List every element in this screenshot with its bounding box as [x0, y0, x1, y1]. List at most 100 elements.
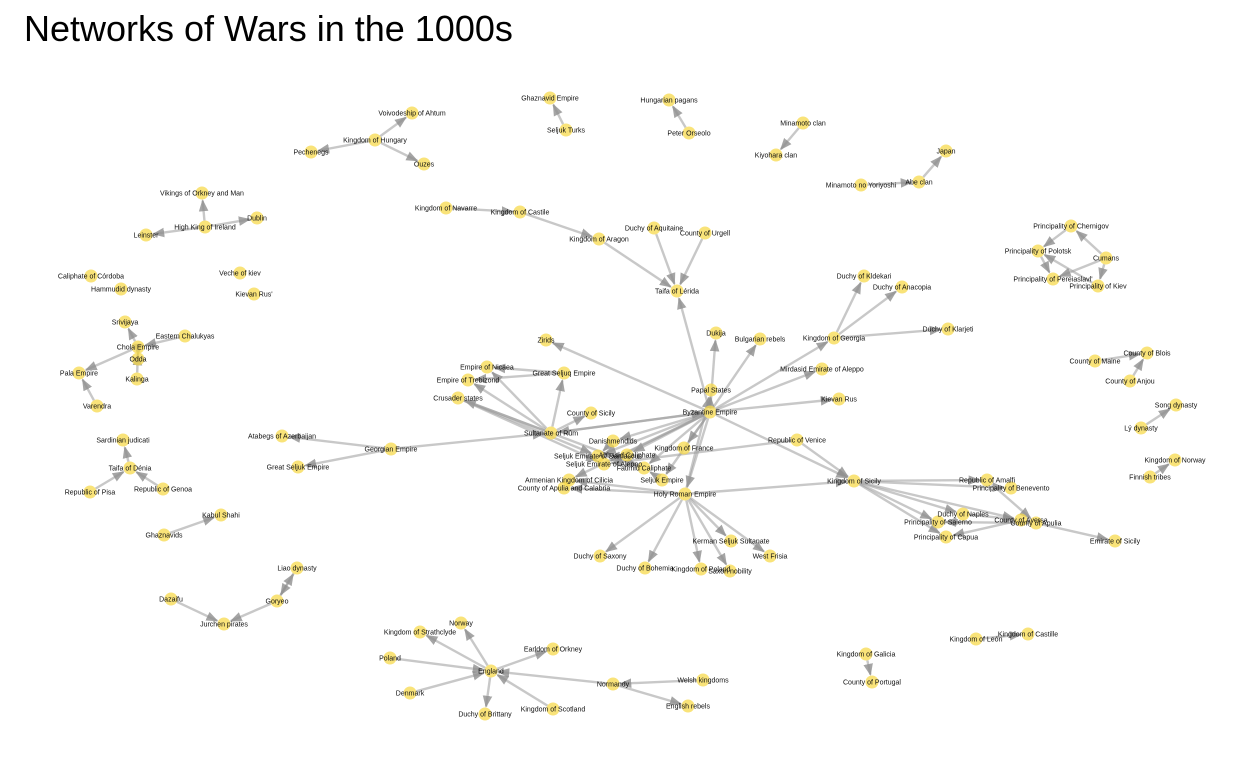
node-label-kingdom-of-castille: Kingdom of Castille	[998, 632, 1058, 639]
node-label-county-of-maine: County of Maine	[1070, 359, 1121, 366]
edge-holy-roman-empire-to-kingdom-of-sicily	[691, 477, 848, 495]
node-label-kievan-rus: Kievan Rus'	[235, 292, 272, 299]
node-liao-dynasty	[290, 561, 304, 575]
node-kingdom-of-leon	[969, 632, 983, 646]
node-label-byzantine-empire: Byzantine Empire	[683, 410, 738, 417]
node-label-georgian-empire: Georgian Empire	[365, 447, 418, 454]
node-label-welsh-kingdoms: Welsh kingdoms	[677, 678, 729, 685]
node-label-county-of-portugal: County of Portugal	[843, 680, 901, 687]
node-peter-orseolo	[682, 126, 696, 140]
node-principality-of-kiev	[1091, 279, 1105, 293]
edge-principality-of-chernigov-to-principality-of-polotsk	[1043, 228, 1067, 248]
edge-holy-roman-empire-to-saxon-nobility	[687, 499, 728, 566]
edge-kingdom-of-galicia-to-county-of-portugal	[863, 660, 873, 676]
node-label-kingdom-of-norway: Kingdom of Norway	[1144, 458, 1206, 465]
node-label-county-of-aversa: County of Aversa	[994, 518, 1047, 525]
node-label-seljuk-turks: Seljuk Turks	[547, 128, 586, 135]
node-label-england: England	[478, 669, 504, 676]
node-label-principality-of-salerno: Principality of Salerno	[904, 520, 972, 527]
node-kingdom-of-poland	[694, 562, 708, 576]
node-label-minamoto-clan: Minamoto clan	[780, 121, 826, 128]
edge-poland-to-england	[396, 657, 485, 674]
node-republic-of-pisa	[83, 485, 97, 499]
node-dukija	[709, 326, 723, 340]
node-bulgarian-rebels	[753, 332, 767, 346]
node-cumans	[1099, 251, 1113, 265]
node-label-duchy-of-brittany: Duchy of Brittany	[458, 712, 512, 719]
node-kingdom-of-scotland	[546, 702, 560, 716]
node-seljuk-turks	[559, 123, 573, 137]
edge-georgian-empire-to-great-seljuk-empire	[304, 449, 385, 469]
node-dublin	[250, 211, 264, 225]
node-label-vikings-of-orkney-and-man: Vikings of Orkney and Man	[160, 191, 244, 198]
node-voivodeship-of-ahtum	[405, 106, 419, 120]
node-label-empire-of-trebizond: Empire of Trebizond	[437, 378, 500, 385]
node-label-duchy-of-aquitaine: Duchy of Aquitaine	[625, 226, 683, 233]
node-song-dynasty	[1169, 398, 1183, 412]
node-county-of-sicily	[584, 406, 598, 420]
edge-eastern-chalukyas-to-chola-empire	[144, 336, 179, 348]
node-label-zirids: Zirids	[537, 338, 555, 345]
edge-kingdom-of-georgia-to-duchy-of-kldekari	[835, 281, 862, 333]
node-republic-of-amalfi	[980, 473, 994, 487]
node-atabegs-of-azerbaijan	[275, 429, 289, 443]
node-label-county-of-blois: County of Blois	[1123, 351, 1171, 358]
node-ouzes	[417, 157, 431, 171]
edge-taifa-of-denia-to-sardinian-judicati	[122, 446, 133, 462]
edge-byzantine-empire-to-armenian-kingdom-of-cilicia	[574, 413, 705, 478]
node-holy-roman-empire	[678, 487, 692, 501]
edge-kingdom-of-aragon-to-taifa-of-lerida	[603, 241, 672, 288]
node-label-abe-clan: Abe clan	[905, 180, 932, 187]
edge-peter-orseolo-to-hungarian-pagans	[671, 105, 687, 129]
node-duchy-of-aquitaine	[647, 221, 661, 235]
edge-holy-roman-empire-to-kingdom-of-poland	[685, 500, 702, 563]
node-label-armenian-kingdom-of-cilicia: Armenian Kingdom of Cilicia	[525, 478, 613, 485]
node-label-kingdom-of-scotland: Kingdom of Scotland	[521, 707, 586, 714]
edge-republic-of-venice-to-seljuk-emirate-of-aleppo	[610, 439, 791, 467]
node-hammudid-dynasty	[114, 282, 128, 296]
node-ghaznavid-empire	[543, 91, 557, 105]
node-label-holy-roman-empire: Holy Roman Empire	[654, 492, 717, 499]
node-label-finnish-tribes: Finnish tribes	[1129, 475, 1171, 482]
node-english-rebels	[681, 699, 695, 713]
node-label-varendra: Varendra	[83, 404, 111, 411]
node-label-kingdom-of-navarre: Kingdom of Navarre	[415, 206, 477, 213]
node-principality-of-capua	[939, 530, 953, 544]
edge-high-king-of-ireland-to-leinster	[152, 226, 199, 238]
node-ghaznavids	[157, 528, 171, 542]
edge-england-to-kingdom-of-strathclyde	[425, 634, 486, 669]
edge-dazaifu-to-jurchen-pirates	[176, 600, 219, 622]
node-srivijaya	[118, 315, 132, 329]
node-taifa-of-lerida	[670, 284, 684, 298]
node-label-bulgarian-rebels: Bulgarian rebels	[735, 337, 786, 344]
edge-chola-empire-to-pala-empire	[84, 348, 133, 372]
node-kerman-seljuk-sultanate	[724, 534, 738, 548]
node-label-song-dynasty: Song dynasty	[1155, 403, 1198, 410]
node-label-atabegs-of-azerbaijan: Atabegs of Azerbaijan	[248, 434, 316, 441]
node-label-principality-of-benevento: Principality of Benevento	[972, 486, 1049, 493]
edge-sultanate-of-rum-to-county-of-sicily	[556, 415, 586, 432]
node-label-ghaznavids: Ghaznavids	[146, 533, 183, 540]
node-pechenegs	[304, 145, 318, 159]
edge-england-to-norway	[463, 628, 489, 667]
node-label-crusader-states: Crusader states	[433, 396, 483, 403]
node-label-kingdom-of-hungary: Kingdom of Hungary	[343, 138, 407, 145]
node-label-hungarian-pagans: Hungarian pagans	[640, 98, 698, 105]
node-label-kabul-shahi: Kabul Shahi	[202, 513, 240, 520]
node-varendra	[90, 399, 104, 413]
node-label-county-of-urgell: County of Urgell	[680, 231, 731, 238]
node-poland	[383, 651, 397, 665]
edge-seljuk-turks-to-ghaznavid-empire	[552, 103, 565, 125]
node-label-republic-of-pisa: Republic of Pisa	[65, 490, 116, 497]
edge-byzantine-empire-to-kievan-rus	[716, 396, 833, 413]
node-label-kingdom-of-leon: Kingdom of León	[950, 637, 1003, 644]
node-seljuk-emirate-of-aleppo	[597, 457, 611, 471]
edge-county-of-apulia-to-emirate-of-sicily	[1042, 523, 1109, 542]
node-county-of-apulia-and-calabria	[557, 481, 571, 495]
node-abe-clan	[912, 175, 926, 189]
node-normandy	[606, 677, 620, 691]
edge-byzantine-empire-to-kingdom-of-sicily	[715, 413, 849, 479]
edge-byzantine-empire-to-zirids	[551, 341, 705, 411]
